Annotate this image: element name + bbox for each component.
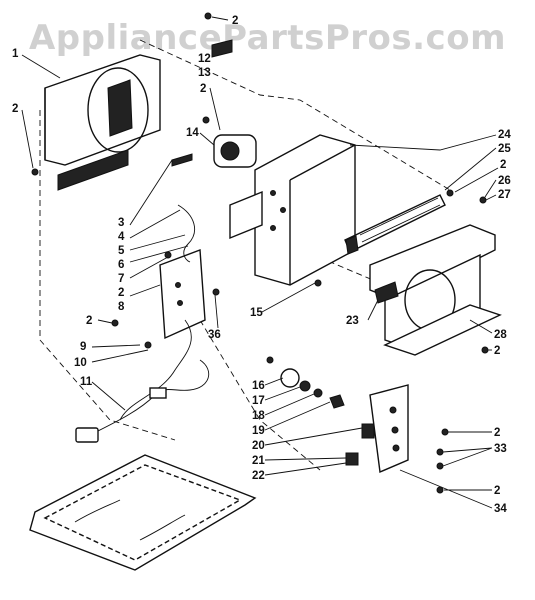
screws <box>31 12 489 494</box>
callout-2: 2 <box>200 83 206 95</box>
callout-4: 4 <box>118 231 125 243</box>
base-pan <box>29 454 257 571</box>
callout-16: 16 <box>252 380 265 392</box>
watermark: AppliancePartsPros.com <box>28 18 506 58</box>
callout-27: 27 <box>498 189 511 201</box>
callout-26: 26 <box>498 175 511 187</box>
callout-2: 2 <box>118 287 124 299</box>
heater-strip <box>344 194 446 255</box>
callout-25: 25 <box>498 143 511 155</box>
callout-28: 28 <box>494 329 507 341</box>
callout-5: 5 <box>118 245 125 257</box>
control-panel <box>369 384 409 474</box>
callout-15: 15 <box>250 307 263 319</box>
callout-2: 2 <box>494 427 500 439</box>
callout-24: 24 <box>498 129 511 141</box>
callout-21: 21 <box>252 455 265 467</box>
callout-2: 2 <box>494 345 500 357</box>
control-components <box>280 368 375 466</box>
assembly-guide-line <box>39 110 176 441</box>
motor-clip-assembly <box>213 134 257 168</box>
callout-36: 36 <box>208 329 221 341</box>
callout-2: 2 <box>232 15 238 27</box>
assembly-guide-line <box>139 39 451 191</box>
callout-11: 11 <box>80 376 93 388</box>
callout-23: 23 <box>346 315 359 327</box>
callout-34: 34 <box>494 503 507 515</box>
callout-14: 14 <box>186 127 199 139</box>
callout-2: 2 <box>86 315 92 327</box>
callout-22: 22 <box>252 470 265 482</box>
blower-base-tray <box>369 224 502 356</box>
callout-19: 19 <box>252 425 265 437</box>
callouts: 1 2 2 3 4 5 6 7 2 8 2 9 10 11 12 13 2 14… <box>12 15 511 515</box>
clip <box>171 153 193 167</box>
callout-3: 3 <box>118 217 124 229</box>
callout-2: 2 <box>12 103 18 115</box>
callout-20: 20 <box>252 440 265 452</box>
callout-8: 8 <box>118 301 125 313</box>
callout-1: 1 <box>12 48 19 60</box>
callout-18: 18 <box>252 410 265 422</box>
leader-lines <box>21 16 499 509</box>
callout-2: 2 <box>500 159 506 171</box>
power-cord <box>75 319 210 443</box>
callout-9: 9 <box>80 341 86 353</box>
callout-12: 12 <box>198 53 211 65</box>
bulkhead-frame <box>229 134 356 286</box>
callout-7: 7 <box>118 273 124 285</box>
callout-33: 33 <box>494 443 507 455</box>
top-bracket <box>211 39 233 58</box>
callout-10: 10 <box>74 357 87 369</box>
wire-harness <box>177 204 196 263</box>
callout-13: 13 <box>198 67 211 79</box>
callout-17: 17 <box>252 395 265 407</box>
callout-2: 2 <box>494 485 500 497</box>
callout-6: 6 <box>118 259 124 271</box>
control-bracket <box>159 249 206 340</box>
front-grille-panel <box>44 54 161 191</box>
